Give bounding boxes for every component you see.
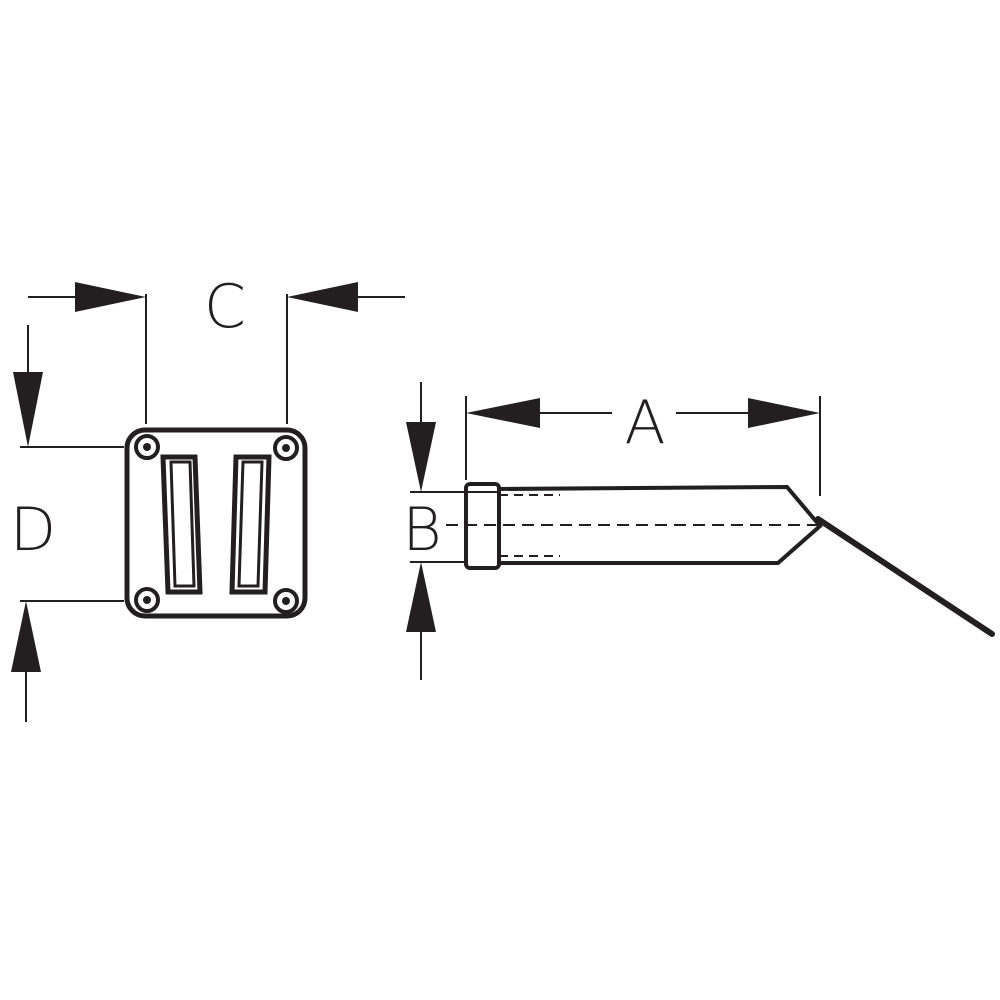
dimension-b-label: B (402, 495, 441, 565)
dimension-c-arrow-left (75, 282, 146, 312)
cable (815, 516, 995, 637)
screw-top-left (134, 434, 160, 460)
left-slot (160, 454, 203, 595)
dimension-d: D (10, 325, 124, 722)
dimension-a: A (465, 388, 821, 496)
dimension-a-arrow-left (466, 398, 540, 428)
dimension-d-label: D (10, 495, 56, 565)
right-slot-inner (237, 460, 264, 588)
front-view (124, 427, 308, 619)
dimension-c-arrow-right (287, 282, 358, 312)
dimension-a-arrow-right (748, 398, 820, 428)
dimension-c-label: C (204, 272, 246, 342)
screw-bottom-left (134, 587, 160, 613)
screw-bottom-right (273, 588, 299, 614)
dimension-b-arrow-top (406, 422, 436, 492)
side-view (446, 482, 995, 637)
body-tube (498, 484, 823, 565)
dimension-d-arrow-bottom (11, 601, 41, 672)
left-slot-inner (169, 460, 196, 588)
dimension-b-arrow-bottom (406, 562, 436, 632)
dimension-c: C (28, 272, 405, 424)
dimension-a-label: A (624, 388, 665, 458)
screw-top-right (273, 435, 299, 461)
plate-outline (124, 427, 308, 619)
dimension-d-arrow-top (13, 372, 43, 447)
dimension-b: B (402, 382, 500, 680)
right-slot (229, 454, 272, 595)
